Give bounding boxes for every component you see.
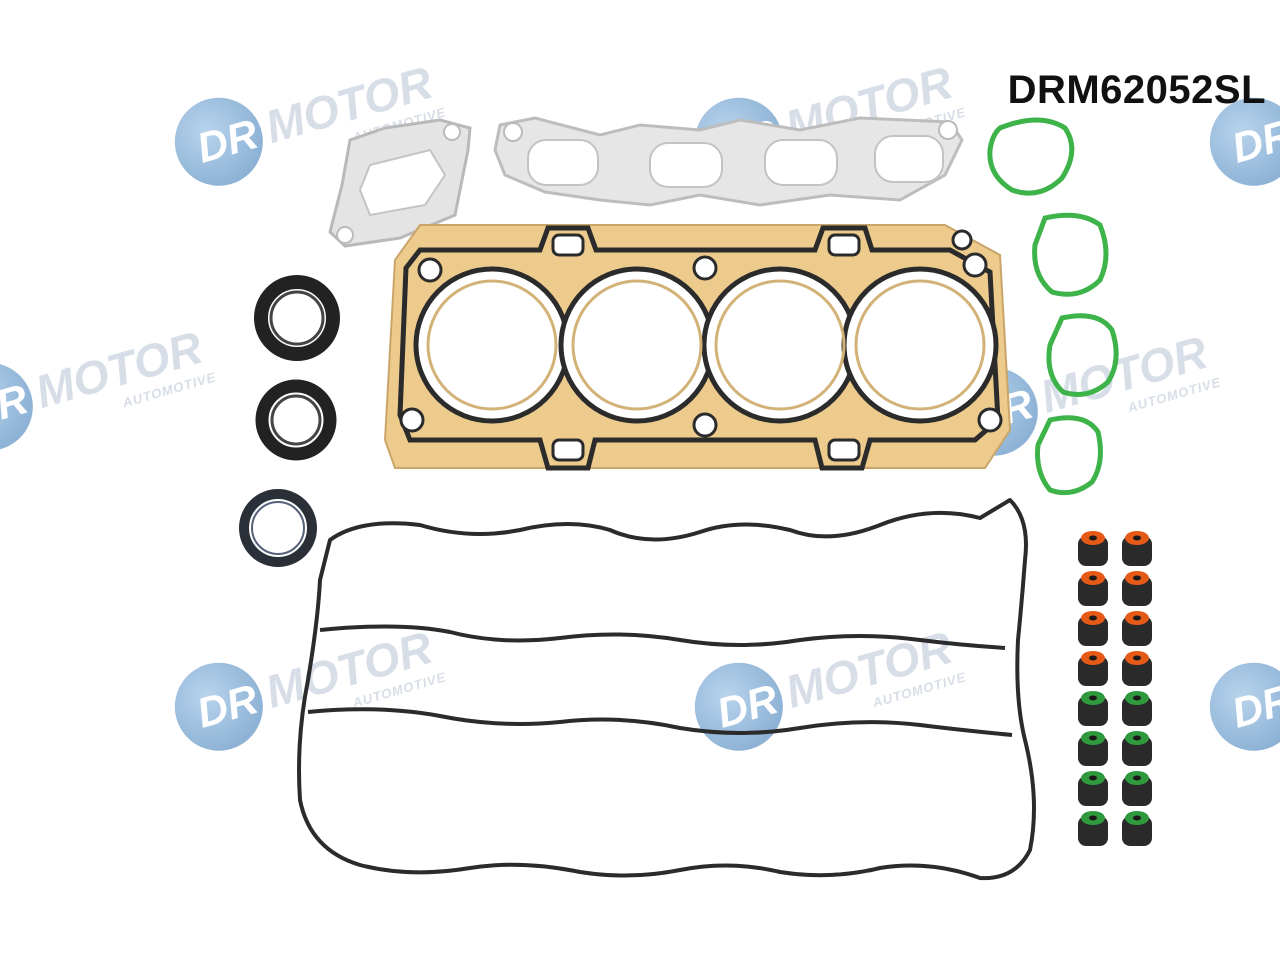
exhaust-manifold-gasket: [493, 116, 964, 207]
valve-stem-seal: [1122, 531, 1152, 566]
watermark-brand-text: MOTOR: [30, 321, 208, 418]
cylinder-head-gasket: [383, 224, 1012, 471]
valve-stem-seal: [1122, 651, 1152, 686]
exhaust-gasket-small: [328, 118, 472, 248]
watermark-disc: [1209, 662, 1280, 751]
watermark-disc: [174, 97, 263, 186]
watermark-disc: [694, 662, 783, 751]
watermark-disc: [1209, 97, 1280, 186]
crankshaft-seal: [254, 275, 340, 361]
valve-stem-seal: [1078, 771, 1108, 806]
valve-stem-seal: [1078, 571, 1108, 606]
valve-cover-gasket: [297, 498, 1036, 881]
valve-stem-seal: [1078, 611, 1108, 646]
valve-stem-seal: [1078, 731, 1108, 766]
watermark-disc: [0, 362, 33, 451]
valve-stem-seal: [1078, 651, 1108, 686]
product-code: DRM62052SL: [1007, 68, 1266, 112]
valve-stem-seal: [1122, 731, 1152, 766]
valve-stem-seal: [1122, 571, 1152, 606]
valve-stem-seal: [1078, 691, 1108, 726]
valve-stem-seal: [1122, 691, 1152, 726]
watermark-brand-text: MOTOR: [1035, 326, 1213, 423]
valve-stem-seal: [1122, 811, 1152, 846]
watermark-brand-text: MOTOR: [260, 621, 438, 718]
valve-stem-seal: [1122, 611, 1152, 646]
valve-stem-seal: [1078, 531, 1108, 566]
valve-stem-seal: [1122, 771, 1152, 806]
watermark-disc: [174, 662, 263, 751]
valve-stem-seals: [1078, 531, 1152, 846]
valve-stem-seal: [1078, 811, 1108, 846]
camshaft-seal-1: [255, 379, 337, 461]
intake-gaskets-green: [987, 117, 1119, 496]
camshaft-seal-2: [239, 489, 317, 567]
